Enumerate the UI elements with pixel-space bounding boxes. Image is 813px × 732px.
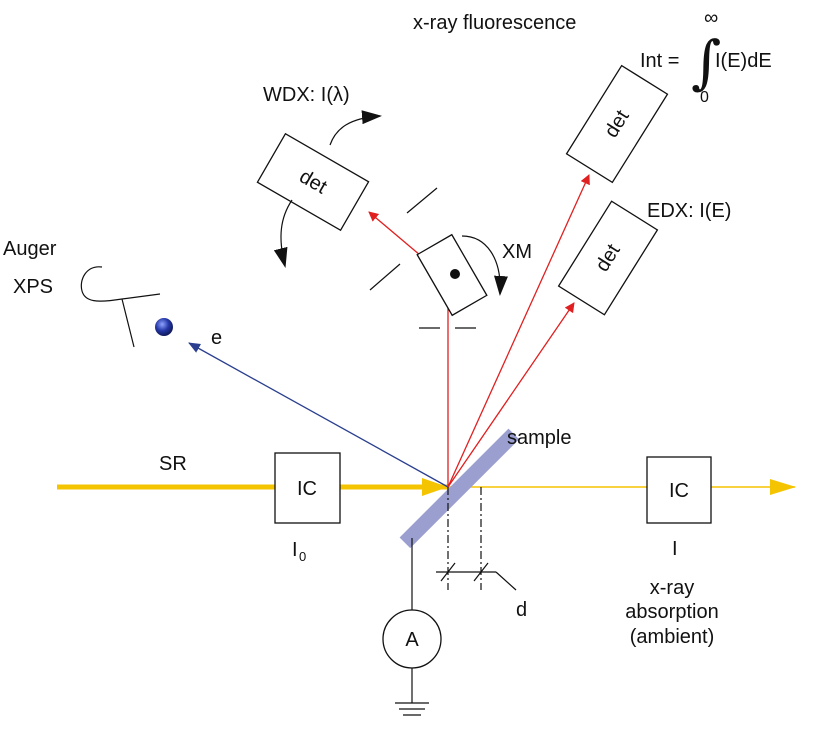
crystal-rotation-arrow — [461, 235, 508, 296]
edx-detector: det — [557, 200, 659, 316]
distance-tick-left — [440, 562, 456, 582]
xray-absorption-line2: absorption — [625, 601, 718, 623]
wdx-detector: det — [256, 132, 370, 232]
xray-absorption-line1: x-ray — [650, 577, 694, 599]
ammeter-label: A — [405, 629, 419, 651]
i0-label: I — [292, 539, 298, 561]
fluorescence-ray-top-detector — [447, 174, 590, 488]
xm-label: XM — [502, 241, 532, 263]
xps-label: XPS — [13, 276, 53, 298]
i0-subscript: 0 — [299, 549, 306, 564]
sr-label: SR — [159, 453, 187, 475]
ion-chamber-transmitted — [646, 456, 712, 524]
incident-beam-arrowhead — [422, 478, 448, 496]
formula-integral-sign: ∫ — [691, 28, 721, 96]
wdx-rotation-arrow-lower — [273, 199, 293, 268]
collimator-slit-lower — [369, 263, 401, 291]
i-label: I — [672, 538, 678, 560]
fluorescence-ray-edx — [447, 302, 575, 488]
electron-path — [188, 342, 449, 488]
electron-analyzer-icon — [80, 266, 161, 348]
edx-label: EDX: I(E) — [647, 200, 731, 222]
electron-particle — [155, 318, 173, 336]
sample-label: sample — [507, 427, 571, 449]
top-detector: det — [565, 64, 669, 184]
auger-label: Auger — [3, 238, 57, 260]
wdx-rotation-arrow-upper — [329, 110, 382, 146]
xrf-title: x-ray fluorescence — [413, 12, 576, 34]
ic-left-label: IC — [297, 478, 317, 500]
ion-chamber-incident — [274, 452, 341, 524]
electron-label: e — [211, 327, 222, 349]
xray-absorption-line3: (ambient) — [630, 626, 714, 648]
crystal-pivot — [450, 269, 460, 279]
distance-leader — [495, 571, 517, 591]
distance-tick-right — [473, 562, 489, 582]
formula-upper-limit: ∞ — [704, 7, 718, 29]
ic-right-label: IC — [669, 480, 689, 502]
d-label: d — [516, 599, 527, 621]
collimator-slit-upper — [406, 187, 438, 214]
formula-lower-limit: 0 — [700, 89, 709, 106]
formula-integrand: I(E)dE — [715, 50, 772, 72]
sample-plate — [399, 428, 520, 549]
formula-int: Int = — [640, 50, 679, 72]
wdx-label: WDX: I(λ) — [263, 84, 350, 106]
